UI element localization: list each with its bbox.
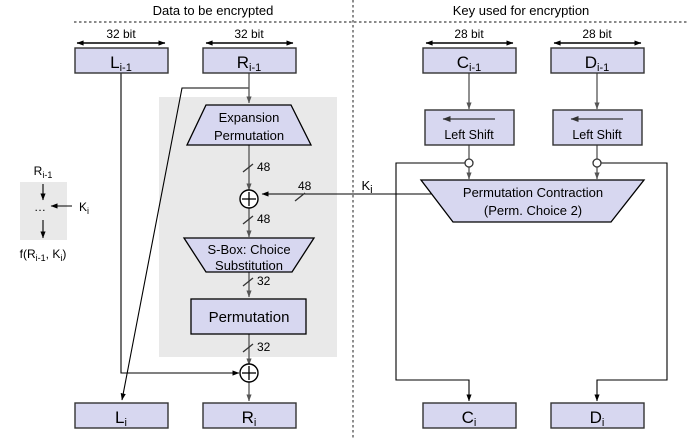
- wire-lprev-to-xor: [120, 73, 240, 376]
- left-shift-d-label: Left Shift: [572, 128, 622, 142]
- sbox-label-1: S-Box: Choice: [207, 242, 290, 257]
- expansion-permutation-label-2: Permutation: [214, 128, 284, 143]
- box-d-prev[interactable]: [550, 47, 645, 74]
- label-l-next: Li: [115, 408, 127, 429]
- xor-gate-lower: [239, 363, 259, 383]
- wire-c-feedback-to-cnext: [395, 162, 472, 402]
- legend-input-label: Ri-1: [34, 164, 53, 180]
- permutation-contraction-shape[interactable]: [419, 179, 646, 223]
- permutation-contraction-label-2: (Perm. Choice 2): [484, 203, 582, 218]
- expansion-permutation-shape[interactable]: [185, 104, 313, 146]
- left-shift-d-box[interactable]: [552, 109, 643, 146]
- box-l-next[interactable]: [74, 402, 169, 429]
- label-r-prev: Ri-1: [237, 53, 262, 74]
- label-c-prev: Ci-1: [457, 53, 482, 74]
- box-c-prev[interactable]: [422, 47, 517, 74]
- box-c-next[interactable]: [422, 402, 517, 429]
- box-r-prev[interactable]: [202, 47, 297, 74]
- junction-dot-c: [464, 158, 474, 168]
- label-d-next: Di: [590, 408, 605, 429]
- bits-xor-out: 48: [257, 212, 271, 226]
- bits-subkey-in: 48: [298, 179, 312, 193]
- subkey-label: Ki: [361, 178, 372, 196]
- legend-output-label: f(Ri-1, Ki): [20, 247, 67, 263]
- permutation-label: Permutation: [209, 309, 290, 326]
- slash-subkey: [294, 192, 306, 202]
- legend-ellipsis: …: [34, 200, 46, 214]
- bits-permutation-out: 32: [257, 340, 271, 354]
- width-label-d-prev: 28 bit: [582, 27, 612, 41]
- label-d-prev: Di-1: [585, 53, 610, 74]
- box-r-next[interactable]: [202, 402, 297, 429]
- slash-sbox-out: [242, 277, 254, 287]
- slash-permutation-out: [242, 343, 254, 353]
- permutation-box[interactable]: [190, 298, 307, 335]
- data-section-title: Data to be encrypted: [153, 3, 274, 18]
- left-shift-c-label: Left Shift: [444, 128, 494, 142]
- junction-dot-d: [592, 158, 602, 168]
- box-d-next[interactable]: [550, 402, 645, 429]
- width-label-r-prev: 32 bit: [234, 27, 264, 41]
- width-label-c-prev: 28 bit: [454, 27, 484, 41]
- label-c-next: Ci: [462, 408, 477, 429]
- xor-gate-upper: [239, 189, 259, 209]
- key-section-title: Key used for encryption: [453, 3, 590, 18]
- legend-key-label: Ki: [79, 200, 89, 216]
- wire-rprev-to-lnext: [120, 87, 249, 401]
- permutation-contraction-label-1: Permutation Contraction: [463, 185, 603, 200]
- label-l-prev: Li-1: [110, 53, 132, 74]
- left-shift-c-box[interactable]: [424, 109, 515, 146]
- bits-expansion-out: 48: [257, 160, 271, 174]
- expansion-permutation-label-1: Expansion: [219, 110, 280, 125]
- slash-expansion-out: [242, 163, 254, 173]
- sbox-label-2: Substitution: [215, 258, 283, 273]
- width-label-l-prev: 32 bit: [106, 27, 136, 41]
- box-l-prev[interactable]: [74, 47, 169, 74]
- label-r-next: Ri: [242, 408, 257, 429]
- sbox-shape[interactable]: [182, 237, 316, 273]
- legend-f-function: Ri-1 … Ki f(Ri-1, Ki): [20, 164, 89, 263]
- wire-d-feedback-to-dnext: [594, 162, 668, 402]
- bits-sbox-out: 32: [257, 274, 271, 288]
- slash-xor-out: [242, 215, 254, 225]
